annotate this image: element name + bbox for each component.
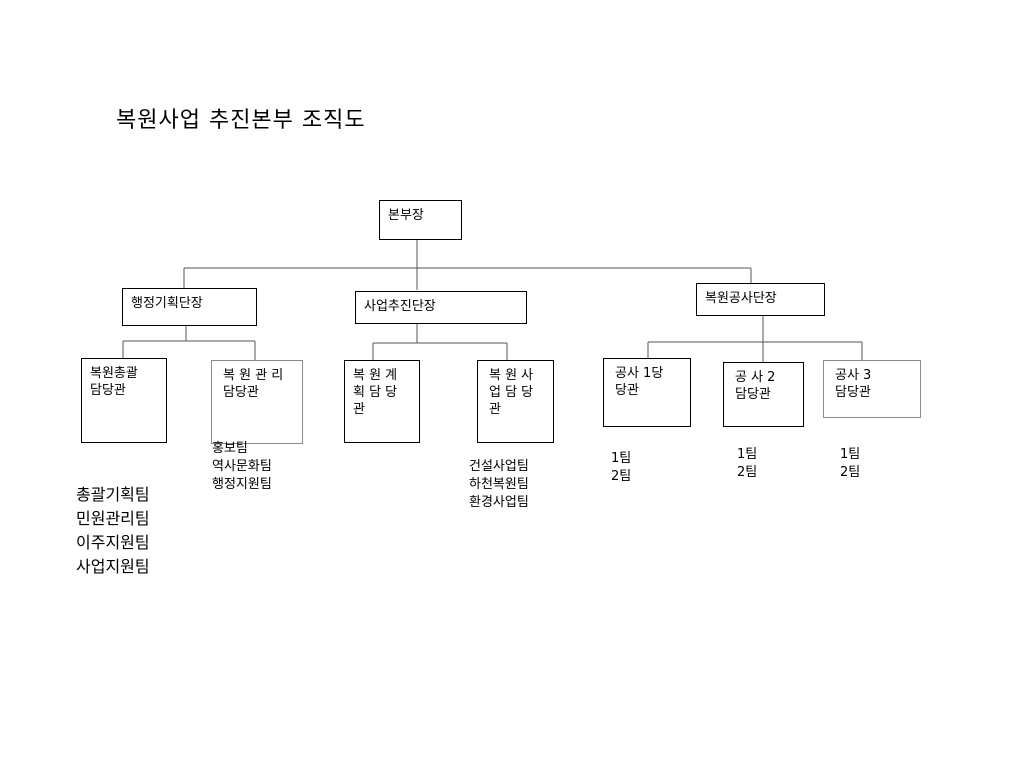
node-officer-planning: 복 원 계 획 담 당 관 (344, 360, 420, 443)
node-officer-works3: 공사 3 담당관 (823, 360, 921, 418)
node-works-director: 복원공사단장 (696, 283, 825, 316)
node-officer-works2: 공 사 2 담당관 (723, 362, 804, 427)
node-officer-management: 복 원 관 리 담당관 (211, 360, 303, 444)
teams-works3: 1팀 2팀 (840, 447, 861, 480)
chart-title: 복원사업 추진본부 조직도 (116, 108, 366, 133)
node-project-director: 사업추진단장 (355, 291, 527, 324)
teams-management: 홍보팀 역사문화팀 행정지원팀 (212, 441, 272, 492)
teams-works2: 1팀 2팀 (737, 447, 758, 480)
node-officer-works1: 공사 1당 당관 (603, 358, 691, 427)
node-admin-director: 행정기획단장 (122, 288, 257, 326)
node-officer-project: 복 원 사 업 담 당 관 (477, 360, 554, 443)
node-head: 본부장 (379, 200, 462, 240)
teams-general: 총괄기획팀 민원관리팀 이주지원팀 사업지원팀 (76, 485, 150, 576)
node-officer-general: 복원총괄 담당관 (81, 358, 167, 443)
teams-project: 건설사업팀 하천복원팀 환경사업팀 (469, 459, 529, 510)
teams-works1: 1팀 2팀 (611, 451, 632, 484)
